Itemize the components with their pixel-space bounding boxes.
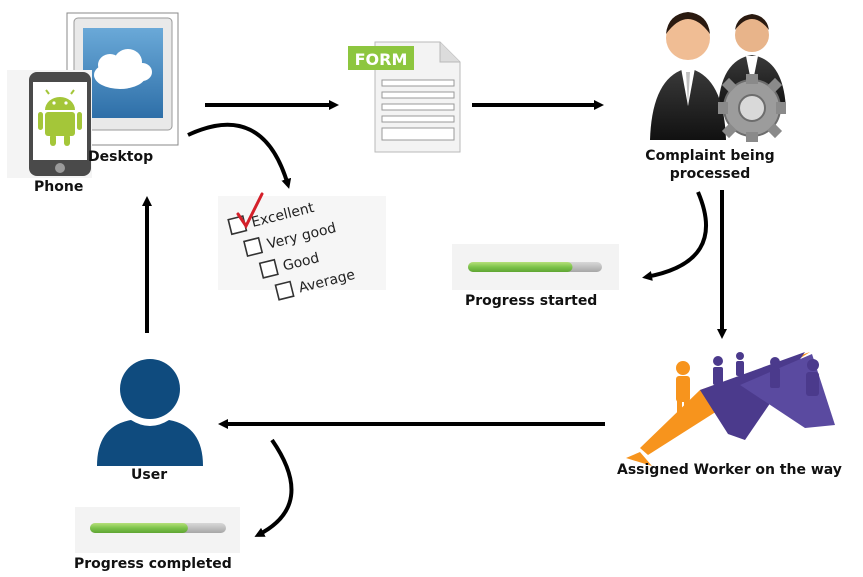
arrow-desktop-to-rating bbox=[187, 122, 292, 189]
arrows bbox=[142, 100, 727, 537]
arrow-user-to-progress-completed bbox=[254, 438, 294, 537]
form-document-icon bbox=[348, 41, 461, 153]
worker-figure-purple bbox=[736, 352, 744, 376]
desktop-monitor-icon bbox=[66, 12, 179, 146]
user-silhouette-icon bbox=[97, 359, 203, 466]
rating-checklist-icon: Excellent Very good Good Average bbox=[218, 192, 386, 301]
desktop-label: Desktop bbox=[88, 149, 154, 165]
form-badge bbox=[348, 46, 414, 70]
android-robot-icon bbox=[38, 89, 82, 146]
business-people-gear-icon bbox=[650, 12, 786, 142]
worker-figure-purple bbox=[806, 359, 819, 396]
progress-completed-fill bbox=[90, 523, 188, 533]
progress-bar-completed bbox=[75, 507, 240, 553]
form-badge-text: FORM bbox=[355, 50, 408, 69]
progress-completed-label: Progress completed bbox=[74, 556, 232, 572]
worker-label: Assigned Worker on the way bbox=[617, 462, 842, 478]
user-label: User bbox=[131, 467, 168, 483]
worker-figure-purple bbox=[713, 356, 723, 385]
progress-started-label: Progress started bbox=[465, 293, 598, 309]
progress-bar-started bbox=[452, 244, 619, 290]
checkmark-icon bbox=[236, 192, 264, 229]
workers-on-roads-icon bbox=[626, 352, 835, 466]
complaint-label: Complaint being processed bbox=[630, 147, 790, 183]
arrow-complaint-to-progress-started bbox=[642, 191, 708, 281]
worker-figure-orange bbox=[676, 361, 690, 420]
phone-label: Phone bbox=[34, 179, 84, 195]
worker-figure-purple bbox=[770, 357, 780, 388]
complaint-label-line1: Complaint being bbox=[645, 148, 775, 164]
gear-icon bbox=[718, 74, 786, 142]
progress-started-fill bbox=[468, 262, 573, 272]
cloud-icon bbox=[94, 49, 152, 89]
complaint-label-line2: processed bbox=[669, 166, 751, 182]
android-phone-icon bbox=[7, 70, 92, 178]
